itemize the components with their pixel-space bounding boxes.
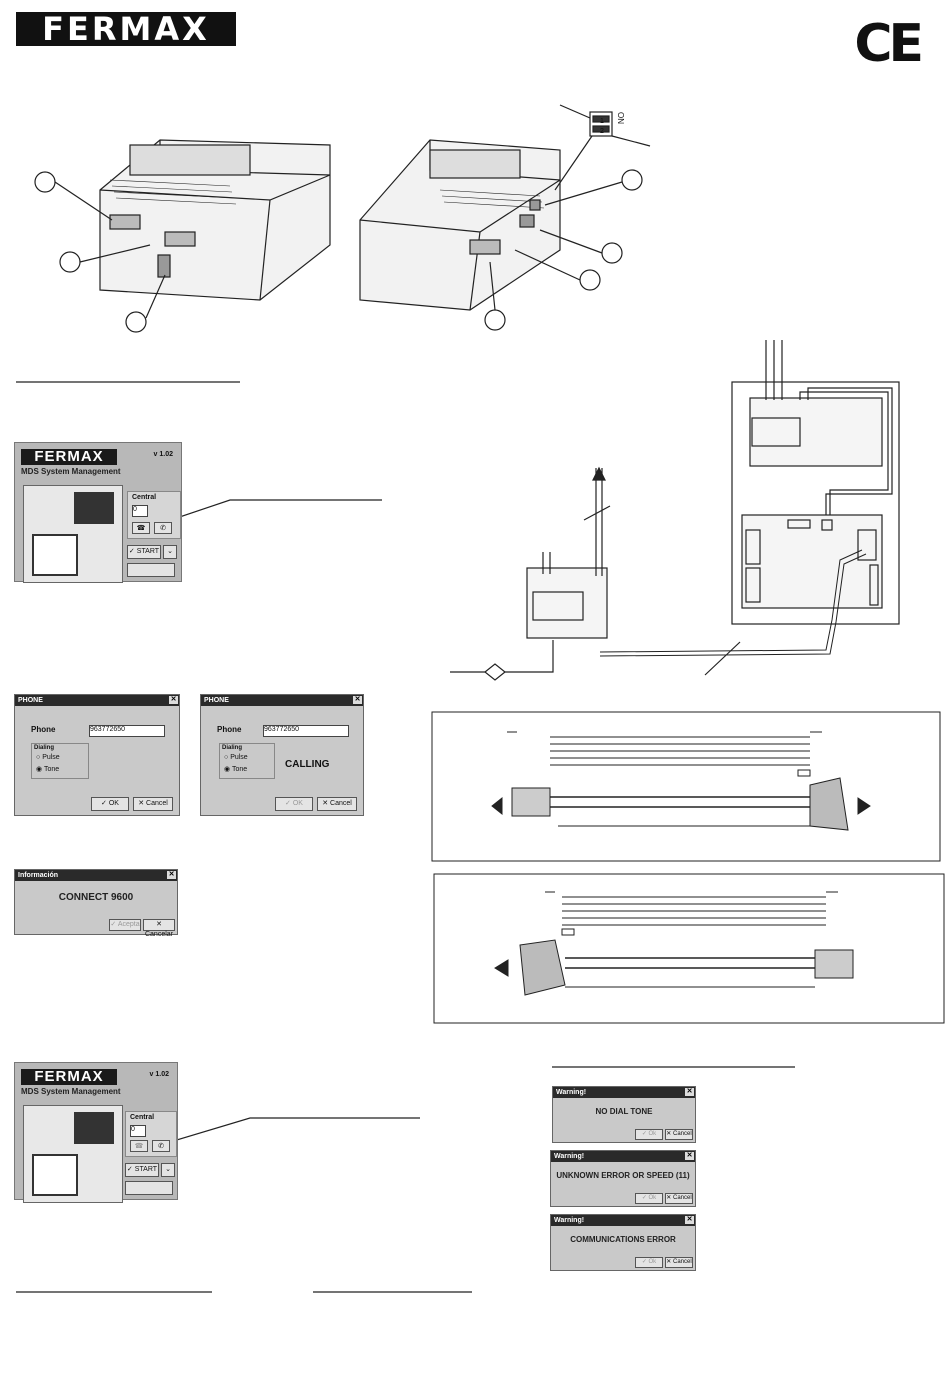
close-icon[interactable]: ✕ — [167, 871, 176, 879]
central-label: Central — [130, 1114, 155, 1121]
check-icon: ✓ — [641, 1131, 647, 1137]
check-icon: ✓ — [641, 1259, 647, 1265]
warning-dialog-3: Warning!✕ COMMUNICATIONS ERROR ✓ Ok ✕ Ca… — [550, 1214, 696, 1271]
x-icon: ✕ — [666, 1195, 672, 1201]
monitor-image — [23, 1105, 123, 1203]
disconnect-phone-button[interactable]: ✆ — [154, 522, 172, 534]
warning-message: COMMUNICATIONS ERROR — [570, 1235, 676, 1244]
dialog-titlebar: Warning!✕ — [551, 1151, 695, 1162]
mds-version: v 1.02 — [149, 1071, 169, 1078]
warning-dialog-1: Warning!✕ NO DIAL TONE ✓ Ok ✕ Cancel — [552, 1086, 696, 1143]
warning-message: NO DIAL TONE — [595, 1107, 653, 1116]
start-label: START — [134, 1166, 158, 1173]
close-icon[interactable]: ✕ — [685, 1152, 694, 1160]
disabled-button[interactable] — [127, 563, 175, 577]
ce-mark: CE — [854, 14, 924, 74]
check-icon: ✓ — [126, 1166, 133, 1173]
cancel-button[interactable]: ✕ Cancel — [665, 1193, 693, 1204]
central-group: Central 0 ☎ ✆ — [127, 491, 181, 539]
phone-input[interactable]: 963772650 — [263, 725, 349, 737]
central-label: Central — [132, 494, 157, 501]
check-icon: ✓ — [641, 1195, 647, 1201]
pulse-radio[interactable]: ○ Pulse — [224, 754, 248, 761]
central-group: Central 0 ☎ ✆ — [125, 1111, 177, 1157]
x-icon: ✕ — [156, 921, 162, 928]
cancel-button[interactable]: ✕ Cancel — [133, 797, 173, 811]
close-icon[interactable]: ✕ — [353, 696, 362, 704]
dialog-titlebar: Información✕ — [15, 870, 177, 881]
mds-brand: FERMAX — [21, 1069, 117, 1085]
dialing-group: Dialing ○ Pulse ◉ Tone — [31, 743, 89, 779]
ok-button[interactable]: ✓ OK — [275, 797, 313, 811]
tone-radio[interactable]: ◉ Tone — [36, 766, 60, 773]
x-icon: ✕ — [322, 800, 329, 807]
connect-message: CONNECT 9600 — [58, 892, 134, 903]
phone-dialog-left: PHONE✕ Phone 963772650 Dialing ○ Pulse ◉… — [14, 694, 180, 816]
disabled-button[interactable] — [125, 1181, 173, 1195]
ok-button[interactable]: ✓ Acepta — [109, 919, 141, 931]
phone-label: Phone — [217, 725, 242, 734]
close-icon[interactable]: ✕ — [169, 696, 178, 704]
phone-input[interactable]: 963772650 — [89, 725, 165, 737]
mds-window-top: FERMAX v 1.02 MDS System Management Cent… — [14, 442, 182, 583]
phone-label: Phone — [31, 725, 56, 734]
close-icon[interactable]: ✕ — [685, 1216, 694, 1224]
dialog-titlebar: Warning!✕ — [551, 1215, 695, 1226]
disconnect-phone-button[interactable]: ✆ — [152, 1140, 170, 1152]
mds-subtitle: MDS System Management — [21, 1087, 121, 1096]
dialing-label: Dialing — [222, 745, 243, 751]
cancel-button[interactable]: ✕ Cancel — [665, 1129, 693, 1140]
ok-button[interactable]: ✓ Ok — [635, 1193, 663, 1204]
ok-button[interactable]: ✓ Ok — [635, 1129, 663, 1140]
phone-dialog-right: PHONE✕ Phone 963772650 Dialing ○ Pulse ◉… — [200, 694, 364, 816]
dip-pos2-label: 2 — [600, 128, 604, 135]
central-input[interactable]: 0 — [130, 1125, 146, 1137]
mds-subtitle: MDS System Management — [21, 467, 121, 476]
warning-dialog-2: Warning!✕ UNKNOWN ERROR OR SPEED (11) ✓ … — [550, 1150, 696, 1207]
calling-status: CALLING — [285, 759, 330, 770]
check-icon: ✓ — [285, 800, 291, 807]
tone-radio[interactable]: ◉ Tone — [224, 766, 248, 773]
pulse-radio[interactable]: ○ Pulse — [36, 754, 60, 761]
start-button[interactable]: ✓ START — [127, 545, 161, 559]
central-input[interactable]: 0 — [132, 505, 148, 517]
monitor-image — [23, 485, 123, 583]
check-icon: ✓ — [128, 548, 135, 555]
check-icon: ✓ — [110, 921, 117, 928]
cancel-button[interactable]: ✕ Cancel — [317, 797, 357, 811]
check-icon: ✓ — [101, 800, 107, 807]
connect-dialog: Información✕ CONNECT 9600 ✓ Acepta ✕ Can… — [14, 869, 178, 938]
start-label: START — [136, 548, 160, 555]
mds-brand: FERMAX — [21, 449, 117, 465]
connect-phone-button[interactable]: ☎ — [132, 522, 150, 534]
dropdown-button[interactable]: ⌄ — [161, 1163, 175, 1177]
start-button[interactable]: ✓ START — [125, 1163, 159, 1177]
dialog-titlebar: PHONE✕ — [201, 695, 363, 706]
ok-button[interactable]: ✓ Ok — [635, 1257, 663, 1268]
x-icon: ✕ — [666, 1259, 672, 1265]
dialing-group: Dialing ○ Pulse ◉ Tone — [219, 743, 275, 779]
dip-on-label: ON — [616, 112, 625, 124]
warning-message: UNKNOWN ERROR OR SPEED (11) — [556, 1171, 690, 1180]
fermax-logo: FERMAX — [16, 12, 236, 46]
close-icon[interactable]: ✕ — [685, 1088, 694, 1096]
dip-pos1-label: 1 — [600, 118, 604, 125]
x-icon: ✕ — [666, 1131, 672, 1137]
connect-phone-button[interactable]: ☎ — [130, 1140, 148, 1152]
mds-version: v 1.02 — [153, 451, 173, 458]
dialing-label: Dialing — [34, 745, 55, 751]
dropdown-button[interactable]: ⌄ — [163, 545, 177, 559]
mds-window-bottom: FERMAX v 1.02 MDS System Management Cent… — [14, 1062, 178, 1203]
dialog-titlebar: PHONE✕ — [15, 695, 179, 706]
ok-button[interactable]: ✓ OK — [91, 797, 129, 811]
x-icon: ✕ — [138, 800, 145, 807]
dialog-titlebar: Warning!✕ — [553, 1087, 695, 1098]
cancel-button[interactable]: ✕ Cancel — [665, 1257, 693, 1268]
cancel-button[interactable]: ✕ Cancelar — [143, 919, 175, 938]
